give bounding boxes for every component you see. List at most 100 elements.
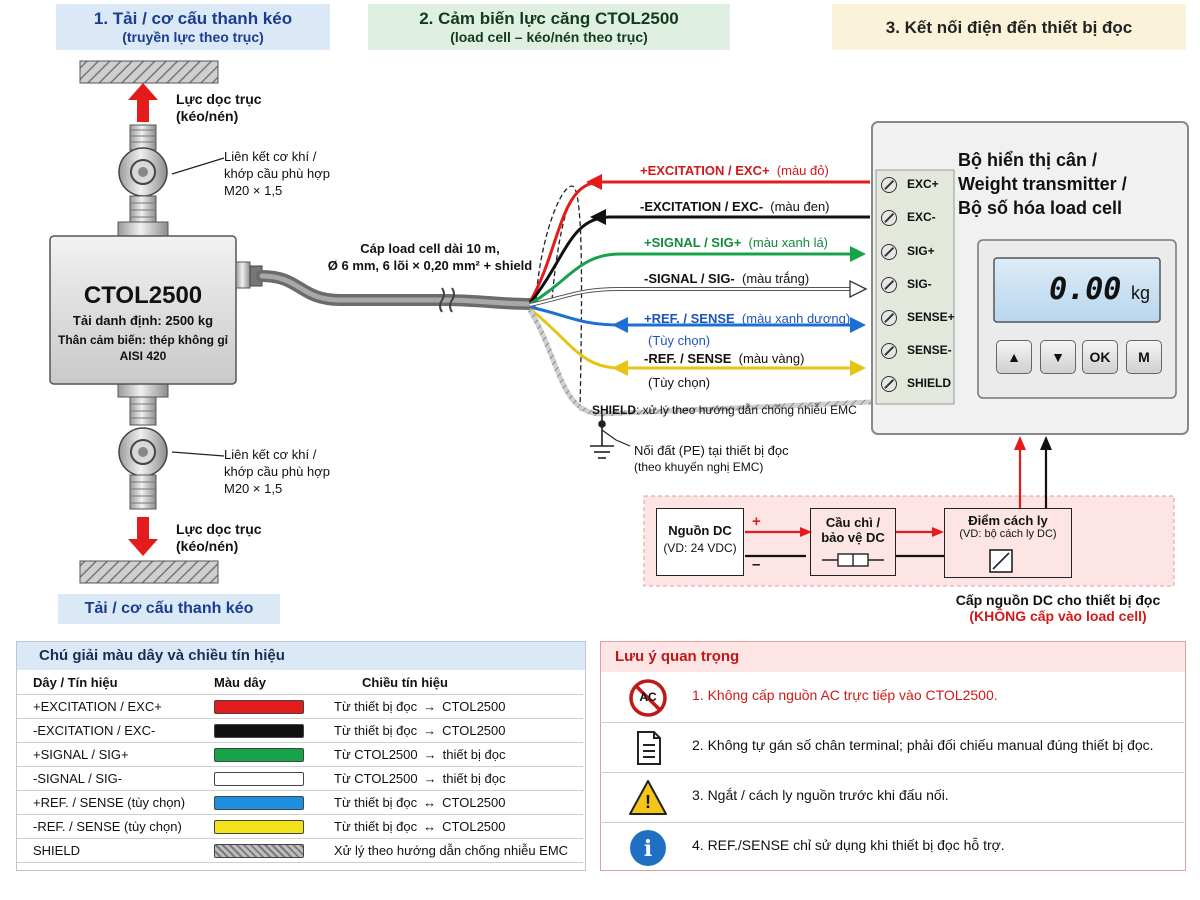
wire-color-swatch: [214, 771, 304, 786]
direction-from: Xử lý theo hướng dẫn chống nhiễu EMC: [334, 843, 569, 858]
wire-sig-plus-name: +SIGNAL / SIG+: [644, 235, 742, 250]
header-load-title: 1. Tải / cơ cấu thanh kéo: [93, 9, 293, 28]
arrow-sense-minus-right: [850, 360, 866, 376]
display-value: 0.00: [1049, 272, 1122, 307]
shield-label: SHIELD: xử lý theo hướng dẫn chống nhiễu…: [592, 402, 857, 419]
info-icon-text: i: [643, 836, 653, 862]
legend-signal-cell: +REF. / SENSE (tùy chọn): [17, 790, 206, 815]
legend-direction-cell: Từ thiết bị đọc↔CTOL2500: [322, 790, 583, 815]
note-row-4: i 4. REF./SENSE chỉ sử dụng khi thiết bị…: [600, 822, 1184, 872]
bottom-load-label: Tải / cơ cấu thanh kéo: [58, 594, 280, 624]
fuse-label-line1: Cầu chì /: [825, 515, 881, 530]
isolator-label-line2: (VD: bộ cách ly DC): [959, 528, 1057, 540]
wire-label-sig-minus: -SIGNAL / SIG- (màu trắng): [644, 270, 809, 287]
legend-direction-cell: Từ thiết bị đọc↔CTOL2500: [322, 814, 583, 839]
legend-signal-cell: +SIGNAL / SIG+: [17, 742, 206, 767]
terminal-exc-minus[interactable]: EXC-: [879, 204, 951, 234]
down-button[interactable]: ▼: [1040, 340, 1076, 374]
up-button[interactable]: ▲: [996, 340, 1032, 374]
top-load-plate: [79, 60, 219, 84]
wire-label-sense-minus: -REF. / SENSE (màu vàng): [644, 350, 804, 367]
terminal-sig-minus[interactable]: SIG-: [879, 271, 951, 301]
table-row: -REF. / SENSE (tùy chọn)Từ thiết bị đọc↔…: [17, 814, 583, 839]
link-label-bottom: Liên kết cơ khí / khớp cầu phù hợp M20 ×…: [224, 446, 330, 497]
link-bottom-line2: khớp cầu phù hợp: [224, 464, 330, 479]
display-unit: kg: [1130, 283, 1150, 303]
wire-optional-sense-minus: (Tùy chọn): [648, 375, 711, 390]
force-top-line1: Lực dọc trục: [176, 91, 262, 107]
legend-header-row: Dây / Tín hiệu Màu dây Chiều tín hiệu: [17, 670, 583, 695]
legend-title: Chú giải màu dây và chiều tín hiệu: [17, 642, 585, 670]
legend-color-cell: [206, 766, 322, 791]
wire-label-sig-plus: +SIGNAL / SIG+ (màu xanh lá): [644, 234, 828, 251]
terminal-label: SHIELD: [907, 376, 952, 390]
direction-arrow-icon: →: [423, 723, 437, 738]
direction-to: thiết bị đọc: [442, 771, 506, 786]
document-icon: [628, 728, 668, 768]
wire-color-swatch: [214, 819, 304, 834]
arrow-sense-minus-left: [612, 360, 628, 376]
fuse-icon: [822, 553, 884, 567]
wire-sense-plus-name: +REF. / SENSE: [644, 311, 735, 326]
shield-label-rest: : xử lý theo hướng dẫn chống nhiễu EMC: [636, 403, 857, 417]
legend-col-direction: Chiều tín hiệu: [322, 670, 583, 695]
legend-direction-cell: Xử lý theo hướng dẫn chống nhiễu EMC: [322, 838, 583, 863]
direction-to: CTOL2500: [442, 819, 506, 834]
link-top-line1: Liên kết cơ khí /: [224, 149, 317, 164]
direction-from: Từ CTOL2500: [334, 747, 418, 762]
direction-arrow-icon: →: [423, 771, 437, 786]
sensor-model: CTOL2500: [83, 282, 203, 309]
link-top-line2: khớp cầu phù hợp: [224, 166, 330, 181]
header-load-mechanism: 1. Tải / cơ cấu thanh kéo (truyền lực th…: [56, 4, 330, 50]
dc-minus-sign: –: [752, 556, 761, 573]
legend-color-cell: [206, 694, 322, 719]
legend-color-cell: [206, 814, 322, 839]
terminal-screw-icon: [881, 277, 897, 293]
force-label-bottom: Lực dọc trục (kéo/nén): [176, 521, 262, 555]
display-readout: 0.00 kg: [1040, 272, 1150, 307]
dc-source-example: (VD: 24 VDC): [663, 541, 737, 555]
force-arrow-top: [128, 83, 158, 122]
header-connection-title: 3. Kết nối điện đến thiết bị đọc: [885, 18, 1133, 37]
terminal-sig-plus[interactable]: SIG+: [879, 238, 951, 268]
header-connection: 3. Kết nối điện đến thiết bị đọc: [832, 4, 1186, 50]
arrow-sig-plus: [850, 246, 866, 262]
wire-color-swatch: [214, 699, 304, 714]
link-top-line3: M20 × 1,5: [224, 183, 283, 198]
legend-direction-cell: Từ thiết bị đọc→CTOL2500: [322, 718, 583, 743]
header-sensor-title: 2. Cảm biến lực căng CTOL2500: [419, 9, 679, 28]
wire-color-swatch: [214, 843, 304, 858]
note-text-4: 4. REF./SENSE chỉ sử dụng khi thiết bị đ…: [692, 837, 1005, 853]
arrow-sense-plus-left: [612, 317, 628, 333]
arrow-sig-minus: [849, 279, 868, 299]
terminal-sense-minus[interactable]: SENSE-: [879, 337, 952, 367]
link-label-top: Liên kết cơ khí / khớp cầu phù hợp M20 ×…: [224, 148, 330, 199]
force-bottom-line1: Lực dọc trục: [176, 521, 262, 537]
menu-button[interactable]: M: [1126, 340, 1162, 374]
legend-direction-cell: Từ CTOL2500→thiết bị đọc: [322, 742, 583, 767]
warning-icon: !: [628, 778, 668, 818]
terminal-sense-plus[interactable]: SENSE+: [879, 304, 955, 334]
wire-exc-plus-name: +EXCITATION / EXC+: [640, 163, 770, 178]
terminal-exc-plus[interactable]: EXC+: [879, 171, 951, 201]
terminal-shield[interactable]: SHIELD: [879, 370, 951, 400]
table-row: +REF. / SENSE (tùy chọn) Từ thiết bị đọc↔…: [17, 790, 583, 815]
note-text-2: 2. Không tự gán số chân terminal; phải đ…: [692, 737, 1154, 753]
direction-to: CTOL2500: [442, 795, 506, 810]
note-text-3: 3. Ngắt / cách ly nguồn trước khi đấu nố…: [692, 787, 949, 803]
legend-direction-cell: Từ thiết bị đọc→CTOL2500: [322, 694, 583, 719]
isolator-icon: [989, 549, 1013, 573]
direction-to: CTOL2500: [442, 699, 506, 714]
device-title-line3: Bộ số hóa load cell: [958, 198, 1123, 218]
direction-from: Từ thiết bị đọc: [334, 819, 418, 834]
isolator-box: Điểm cách ly (VD: bộ cách ly DC): [944, 508, 1072, 578]
device-title-line2: Weight transmitter /: [958, 174, 1127, 194]
ok-button[interactable]: OK: [1082, 340, 1118, 374]
header-sensor: 2. Cảm biến lực căng CTOL2500 (load cell…: [368, 4, 730, 50]
sensor-rated-load: Tải danh định: 2500 kg: [72, 313, 214, 328]
link-top-leader: [171, 157, 225, 175]
wire-exc-minus-name: -EXCITATION / EXC-: [640, 199, 764, 214]
wire-color-swatch: [214, 723, 304, 738]
notes-panel: Lưu ý quan trọng: [600, 641, 1186, 871]
note-row-2: 2. Không tự gán số chân terminal; phải đ…: [600, 722, 1184, 773]
